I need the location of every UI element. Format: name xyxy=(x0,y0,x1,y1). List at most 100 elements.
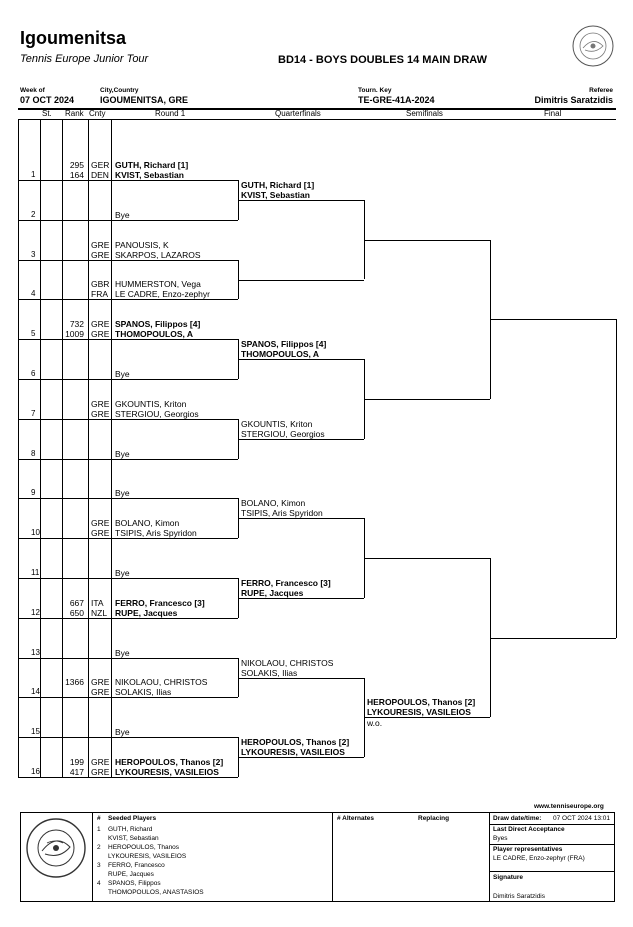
player-country: GRE xyxy=(91,239,110,250)
draw-line-1 xyxy=(18,180,238,181)
grid-separator-0 xyxy=(18,119,19,777)
seeded-player-name: KVIST, Sebastian xyxy=(108,835,159,842)
qf-player-name: HEROPOULOS, Thanos [2] xyxy=(241,737,350,748)
column-header-divider xyxy=(18,119,616,120)
player-rank: 732 xyxy=(69,319,84,330)
bye-label: Bye xyxy=(115,209,130,220)
match-score: w.o. xyxy=(367,718,383,729)
referee-value: Dimitris Saratzidis xyxy=(534,95,613,105)
signature-label: Signature xyxy=(493,874,523,881)
website-url[interactable]: www.tenniseurope.org xyxy=(534,803,604,810)
bracket-connector xyxy=(490,239,491,399)
player-name: HEROPOULOS, Thanos [2] xyxy=(115,757,224,767)
seed-number: 2 xyxy=(97,844,101,851)
seed-number: 4 xyxy=(97,880,101,887)
player-country: GRE xyxy=(91,249,110,260)
draw-position-number: 1 xyxy=(31,170,36,179)
tour-subtitle: Tennis Europe Junior Tour xyxy=(20,53,149,65)
seeded-player-name: SPANOS, Filippos xyxy=(108,880,161,887)
seeded-player-name: RUPE, Jacques xyxy=(108,871,154,878)
player-country: GRE xyxy=(91,767,110,777)
bracket-advance-line xyxy=(364,717,490,719)
player-country: GRE xyxy=(91,408,110,419)
bracket-advance-line xyxy=(238,518,364,520)
referee-label: Referee xyxy=(589,87,613,94)
draw-position-number: 2 xyxy=(31,209,36,219)
grid-separator-2 xyxy=(62,119,63,777)
grid-separator-1 xyxy=(40,119,41,777)
seed-number: 1 xyxy=(97,826,101,833)
qf-player-name: GUTH, Richard [1] xyxy=(241,179,315,190)
bracket-advance-line xyxy=(364,558,490,560)
draw-position-number: 8 xyxy=(31,448,36,458)
bracket-advance-line xyxy=(490,319,616,321)
player-name: SOLAKIS, Ilias xyxy=(115,687,172,698)
reps-value: LE CADRE, Enzo-zephyr (FRA) xyxy=(493,855,585,862)
player-name: THOMOPOULOS, A xyxy=(115,329,194,340)
player-country: GRE xyxy=(91,319,110,330)
alternates-header: # Alternates xyxy=(337,815,374,822)
bye-label: Bye xyxy=(115,448,130,459)
draw-line-13 xyxy=(18,657,238,659)
player-name: HUMMERSTON, Vega xyxy=(115,279,201,290)
player-country: GBR xyxy=(91,279,110,290)
player-name: NIKOLAOU, CHRISTOS xyxy=(115,677,208,688)
player-country: GRE xyxy=(91,329,110,340)
player-name: FERRO, Francesco [3] xyxy=(115,597,205,608)
tennis-europe-junior-tour-logo-icon xyxy=(26,818,86,878)
player-name: LE CADRE, Enzo-zephyr xyxy=(115,289,210,300)
player-name: SKARPOS, LAZAROS xyxy=(115,249,201,260)
player-name: GUTH, Richard [1] xyxy=(115,160,189,170)
qf-player-name: FERRO, Francesco [3] xyxy=(241,577,331,588)
seeded-player-name: THOMOPOULOS, ANASTASIOS xyxy=(108,889,204,896)
seeded-player-name: LYKOURESIS, VASILEIOS xyxy=(108,853,187,860)
seed-number: 3 xyxy=(97,862,101,869)
draw-position-number: 10 xyxy=(31,528,40,538)
player-country: DEN xyxy=(91,170,109,180)
player-name: SPANOS, Filippos [4] xyxy=(115,319,201,330)
player-rank: 164 xyxy=(69,170,84,180)
player-name: PANOUSIS, K xyxy=(115,239,169,250)
tournament-title: Igoumenitsa xyxy=(20,28,127,48)
bracket-advance-line xyxy=(364,239,490,241)
draw-line-5 xyxy=(18,339,238,341)
draw-position-number: 11 xyxy=(31,568,40,577)
player-country: GRE xyxy=(91,398,110,409)
footer-box: # Seeded Players # Alternates Replacing … xyxy=(20,812,615,902)
seeded-player-name: HEROPOULOS, Thanos xyxy=(108,844,180,851)
draw-position-number: 6 xyxy=(31,369,36,378)
draw-line-6 xyxy=(18,379,238,380)
sf-player-name: LYKOURESIS, VASILEIOS xyxy=(367,707,471,718)
city-value: IGOUMENITSA, GRE xyxy=(100,95,189,105)
lda-label: Last Direct Acceptance xyxy=(493,826,565,833)
week-value: 07 OCT 2024 xyxy=(20,95,75,105)
player-name: RUPE, Jacques xyxy=(115,607,178,618)
bye-label: Bye xyxy=(115,647,130,658)
player-country: GRE xyxy=(91,528,110,539)
col-header-cnty: Cnty xyxy=(89,109,106,118)
qf-player-name: TSIPIS, Aris Spyridon xyxy=(241,508,323,519)
header-divider xyxy=(18,108,616,110)
draw-line-8 xyxy=(18,458,238,460)
grid-separator-3 xyxy=(88,119,89,777)
draw-date-label: Draw date/time: xyxy=(493,815,542,822)
reps-label: Player representatives xyxy=(493,846,563,853)
draw-line-3 xyxy=(18,259,238,261)
draw-line-7 xyxy=(18,418,238,420)
qf-player-name: THOMOPOULOS, A xyxy=(241,349,320,360)
bracket-advance-line xyxy=(238,438,364,440)
draw-position-number: 3 xyxy=(31,249,36,259)
key-label: Tourn. Key xyxy=(358,87,392,94)
replacing-header: Replacing xyxy=(418,815,450,822)
col-header-rank: Rank xyxy=(65,109,84,118)
bracket-advance-line xyxy=(238,279,364,281)
qf-player-name: RUPE, Jacques xyxy=(241,587,304,598)
qf-player-name: SOLAKIS, Ilias xyxy=(241,667,298,678)
draw-line-10 xyxy=(18,538,238,540)
draw-line-11 xyxy=(18,578,238,579)
draw-position-number: 12 xyxy=(31,607,40,617)
bracket-connector xyxy=(238,259,239,300)
bye-label: Bye xyxy=(115,488,130,499)
player-country: GRE xyxy=(91,518,110,529)
player-rank: 199 xyxy=(69,757,84,767)
